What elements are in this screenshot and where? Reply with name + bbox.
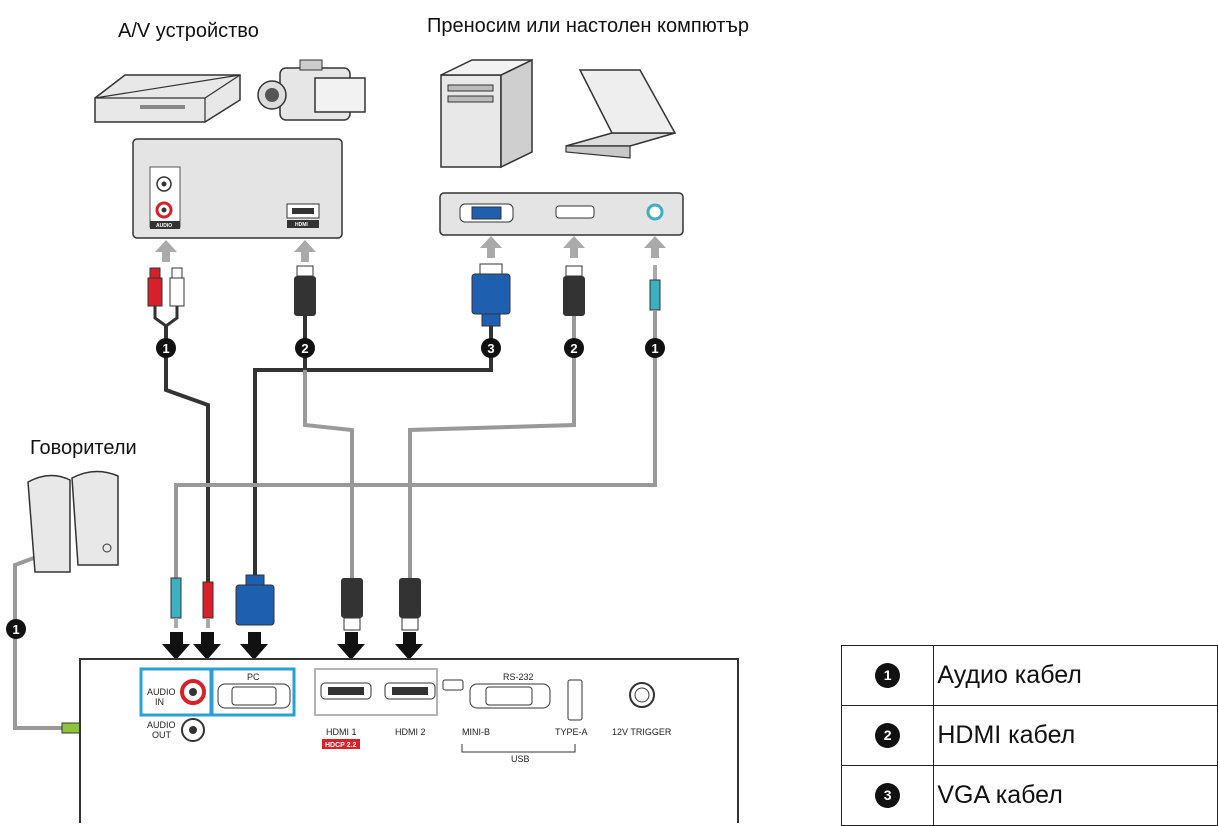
laptop-icon — [565, 69, 677, 159]
computer-panel — [439, 192, 684, 236]
audio-plug-top — [649, 265, 661, 311]
legend-text: VGA кабел — [933, 765, 1218, 826]
pc-tower-icon — [440, 58, 533, 169]
svg-text:AUDIO: AUDIO — [147, 720, 176, 730]
svg-text:12V TRIGGER: 12V TRIGGER — [612, 727, 672, 737]
svg-text:3: 3 — [487, 341, 494, 356]
svg-text:1: 1 — [12, 622, 19, 637]
legend-row: 1 Аудио кабел — [840, 645, 1218, 706]
projector-back-panel: AUDIO IN AUDIO OUT PC HDMI 1 HDCP 2.2 HD… — [79, 658, 739, 823]
speakers-label: Говорители — [30, 437, 137, 459]
dvd-player-icon — [94, 74, 241, 123]
hdmi-plug-bottom-1 — [341, 578, 363, 631]
svg-text:HDCP 2.2: HDCP 2.2 — [325, 742, 356, 749]
hdmi-plug-bottom-2 — [399, 578, 421, 631]
speakers-icon — [27, 470, 119, 573]
svg-text:MINI-B: MINI-B — [462, 727, 490, 737]
svg-text:RS-232: RS-232 — [503, 672, 534, 682]
rca-plug-bottom — [202, 581, 214, 628]
hdmi-plug-top-pc — [563, 265, 585, 316]
legend-text: HDMI кабел — [933, 705, 1218, 766]
legend-row: 2 HDMI кабел — [840, 705, 1218, 766]
legend-table: 1 Аудио кабел 2 HDMI кабел 3 VGA кабел — [840, 645, 1218, 826]
legend-row: 3 VGA кабел — [840, 765, 1218, 826]
svg-text:USB: USB — [511, 754, 530, 764]
svg-text:IN: IN — [155, 697, 164, 707]
svg-text:HDMI 1: HDMI 1 — [326, 727, 357, 737]
up-arrows — [155, 236, 666, 262]
av-hdmi-label: HDMI — [295, 222, 308, 228]
svg-text:2: 2 — [570, 341, 577, 356]
legend-number: 1 — [875, 663, 901, 688]
vga-cable-route — [253, 316, 307, 575]
hdmi-plug-top-av — [294, 265, 316, 316]
svg-text:1: 1 — [162, 341, 169, 356]
svg-text:PC: PC — [247, 672, 260, 682]
camcorder-icon — [257, 59, 366, 121]
av-device-panel: AUDIO HDMI — [132, 138, 343, 239]
legend-number: 3 — [875, 783, 901, 808]
svg-text:AUDIO: AUDIO — [147, 687, 176, 697]
audio-plug-bottom — [170, 577, 182, 628]
computer-label: Преносим или настолен компютър — [427, 15, 749, 37]
cable-number-badges: 1 2 3 2 1 1 — [6, 338, 665, 639]
svg-text:HDMI 2: HDMI 2 — [395, 727, 426, 737]
svg-text:TYPE-A: TYPE-A — [555, 727, 588, 737]
rca-plugs-top — [147, 267, 185, 328]
svg-text:OUT: OUT — [152, 730, 172, 740]
vga-plug-top — [471, 263, 511, 327]
svg-text:2: 2 — [301, 341, 308, 356]
legend-number: 2 — [875, 723, 901, 748]
av-device-label: A/V устройство — [118, 20, 259, 42]
av-audio-label: AUDIO — [156, 223, 172, 229]
legend-text: Аудио кабел — [933, 645, 1218, 706]
svg-text:1: 1 — [651, 341, 658, 356]
vga-plug-bottom — [235, 574, 275, 626]
